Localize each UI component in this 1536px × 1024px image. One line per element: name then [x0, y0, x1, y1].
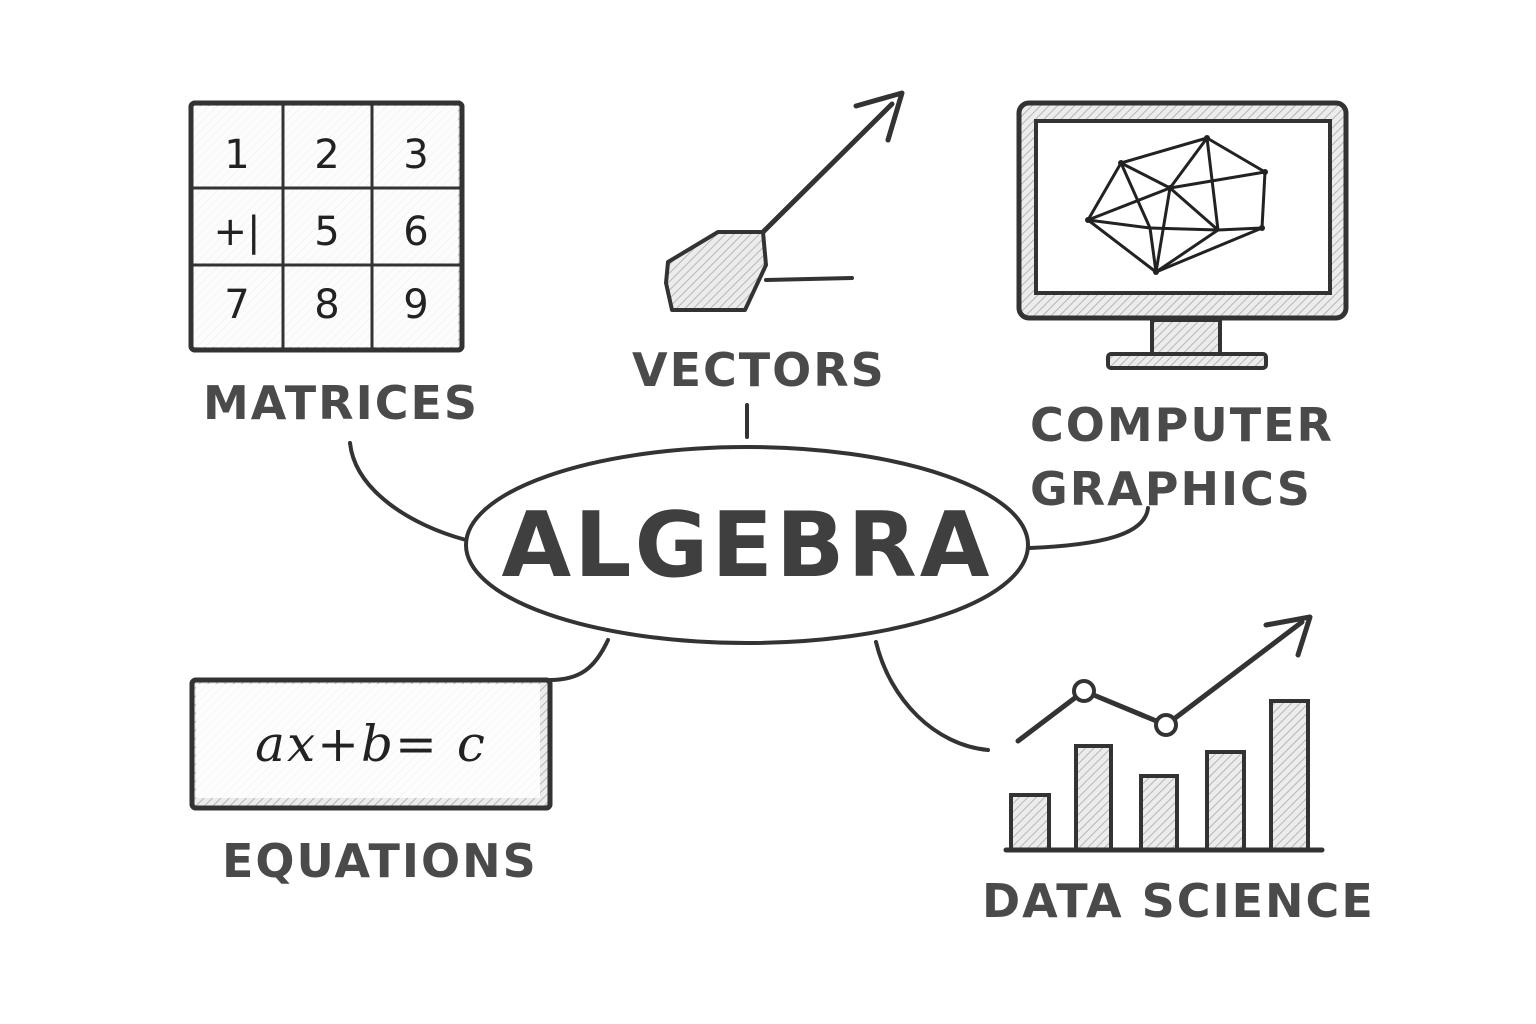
bar-chart-trend-icon	[1003, 614, 1325, 853]
equations-label: EQUATIONS	[222, 834, 538, 888]
matrix-cell: 1	[224, 132, 250, 178]
monitor-mesh-icon	[1016, 100, 1349, 370]
equation-box-icon	[189, 677, 553, 811]
computer-graphics-label-line1: COMPUTER	[1030, 398, 1334, 452]
matrix-cell: 7	[224, 282, 250, 328]
matrix-cell: 3	[403, 132, 429, 178]
connector-matrices	[348, 441, 468, 542]
computer-graphics-label-line2: GRAPHICS	[1030, 462, 1312, 516]
center-title: ALGEBRA	[501, 492, 993, 598]
vectors-label: VECTORS	[632, 343, 886, 397]
algebra-ellipse	[464, 445, 1030, 645]
connector-data-science	[874, 640, 990, 752]
matrix-cell: 9	[403, 282, 429, 328]
matrix-cell: 2	[314, 132, 340, 178]
matrix-cell: 5	[314, 209, 340, 255]
data-science-label: DATA SCIENCE	[982, 874, 1375, 928]
matrix-cell: 8	[314, 282, 340, 328]
equation-formula: ax+b= c	[255, 715, 487, 773]
matrix-cell: +|	[213, 209, 261, 255]
matrix-cell: 6	[403, 209, 429, 255]
computer-graphics-label: COMPUTER GRAPHICS	[1030, 393, 1334, 521]
matrix-grid-icon	[188, 100, 465, 353]
matrices-label: MATRICES	[203, 376, 480, 430]
vector-arrow-icon	[664, 90, 905, 312]
connector-equations	[548, 638, 610, 682]
connector-computer-graphics	[1028, 506, 1150, 550]
